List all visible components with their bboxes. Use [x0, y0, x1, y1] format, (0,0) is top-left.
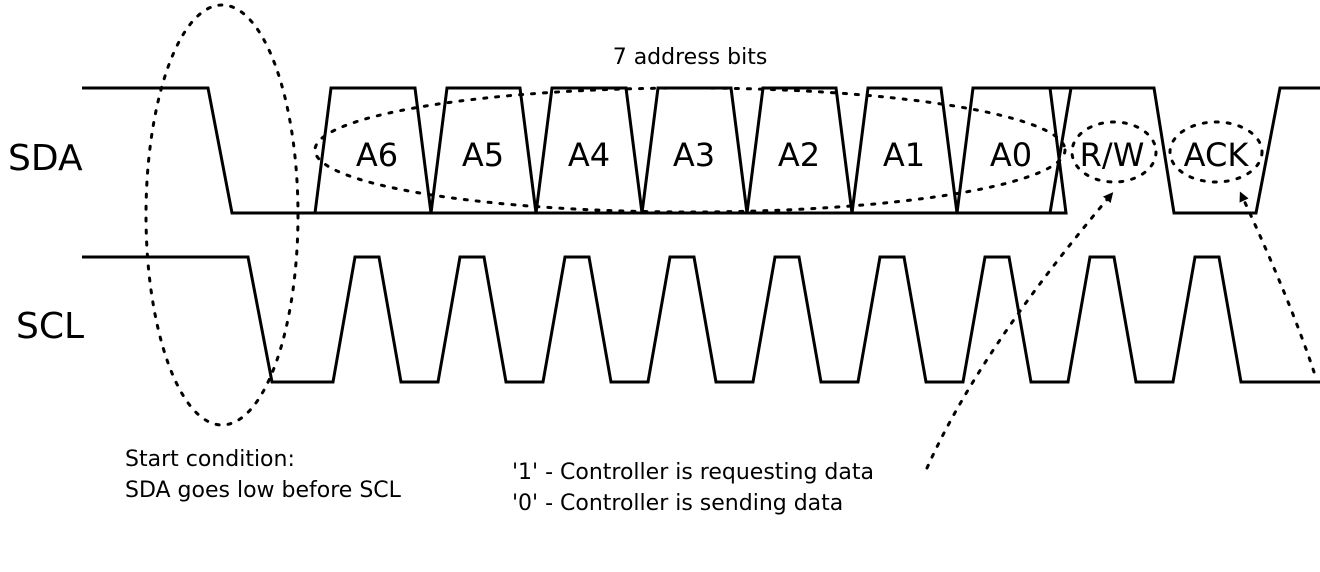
sda-bit-cell [850, 86, 959, 215]
bit-label: A5 [462, 136, 504, 174]
address-bits-label: 7 address bits [613, 45, 768, 70]
scl-waveform [82, 255, 1320, 384]
sda-bit-cell [313, 86, 433, 215]
sda-start-segment [82, 86, 315, 215]
ack-ellipse [1168, 120, 1264, 184]
rw-arrow [925, 192, 1114, 470]
start-condition-ellipse [144, 3, 300, 427]
bit-label: ACK [1184, 136, 1250, 174]
sda-bit-cell [640, 86, 749, 215]
sda-bit-cell [534, 86, 644, 215]
sda-bit-cell [745, 86, 854, 215]
bit-labels: A6 A5 A4 A3 A2 A1 A0 R/W ACK [356, 136, 1249, 174]
scl-label: SCL [16, 306, 84, 347]
bit-label: A0 [990, 136, 1032, 174]
bit-label: A1 [883, 136, 925, 174]
rw-note-line1: '1' - Controller is requesting data [512, 460, 874, 485]
sda-bit-cell [429, 86, 538, 215]
sda-rw-fall [1048, 87, 1073, 214]
scl-line [82, 255, 1320, 384]
start-note-line2: SDA goes low before SCL [125, 478, 402, 503]
sda-label: SDA [8, 138, 83, 179]
bit-label: A3 [673, 136, 715, 174]
sda-waveform [82, 86, 1320, 215]
rw-note-line2: '0' - Controller is sending data [512, 491, 843, 516]
address-bits-ellipse [313, 86, 1067, 214]
rw-ellipse [1070, 120, 1158, 184]
bit-label: A2 [778, 136, 820, 174]
bit-label: R/W [1080, 136, 1145, 174]
bit-label: A6 [356, 136, 398, 174]
ack-arrow [1239, 191, 1316, 374]
start-note-line1: Start condition: [125, 447, 295, 472]
bit-label: A4 [568, 136, 610, 174]
